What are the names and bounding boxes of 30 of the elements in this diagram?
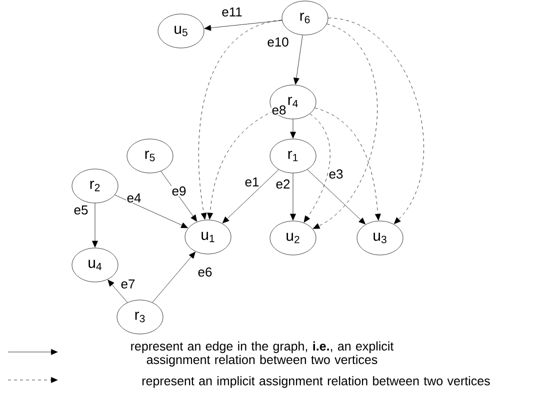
arrow <box>92 203 98 248</box>
dashed-arrow <box>314 108 381 221</box>
edge-label: e1 <box>244 176 260 188</box>
arrow <box>222 169 279 224</box>
dashed-arrow <box>312 24 378 229</box>
legend-text: represent an edge in the graph, i.e., an explicit assignment relation between two vertices <box>131 341 394 367</box>
edge-label: e10 <box>266 36 290 48</box>
dashed-arrow <box>328 18 424 224</box>
legend-text: represent an implicit assignment relation between two vertices <box>142 376 490 388</box>
arrow <box>152 252 196 303</box>
edge-label: e5 <box>73 204 89 216</box>
edge-label: e11 <box>221 6 243 18</box>
arrow <box>294 34 303 85</box>
edge-label: e2 <box>275 178 291 190</box>
arrow <box>290 173 296 220</box>
arrow <box>204 20 282 31</box>
dashed-arrow <box>207 110 274 220</box>
edge-label: e3 <box>328 168 344 180</box>
edge-label: e7 <box>120 278 136 290</box>
edge-label: e4 <box>126 192 142 204</box>
arrow <box>114 194 188 228</box>
dashed-arrow <box>304 114 330 223</box>
arrow <box>290 119 296 138</box>
arrow <box>307 169 366 224</box>
edge-label: e8 <box>271 104 287 116</box>
dashed-arrow <box>198 20 282 220</box>
arrow <box>160 171 198 222</box>
arrow <box>108 280 128 303</box>
edge-label: e9 <box>171 186 187 196</box>
edge-label: e6 <box>197 266 213 278</box>
